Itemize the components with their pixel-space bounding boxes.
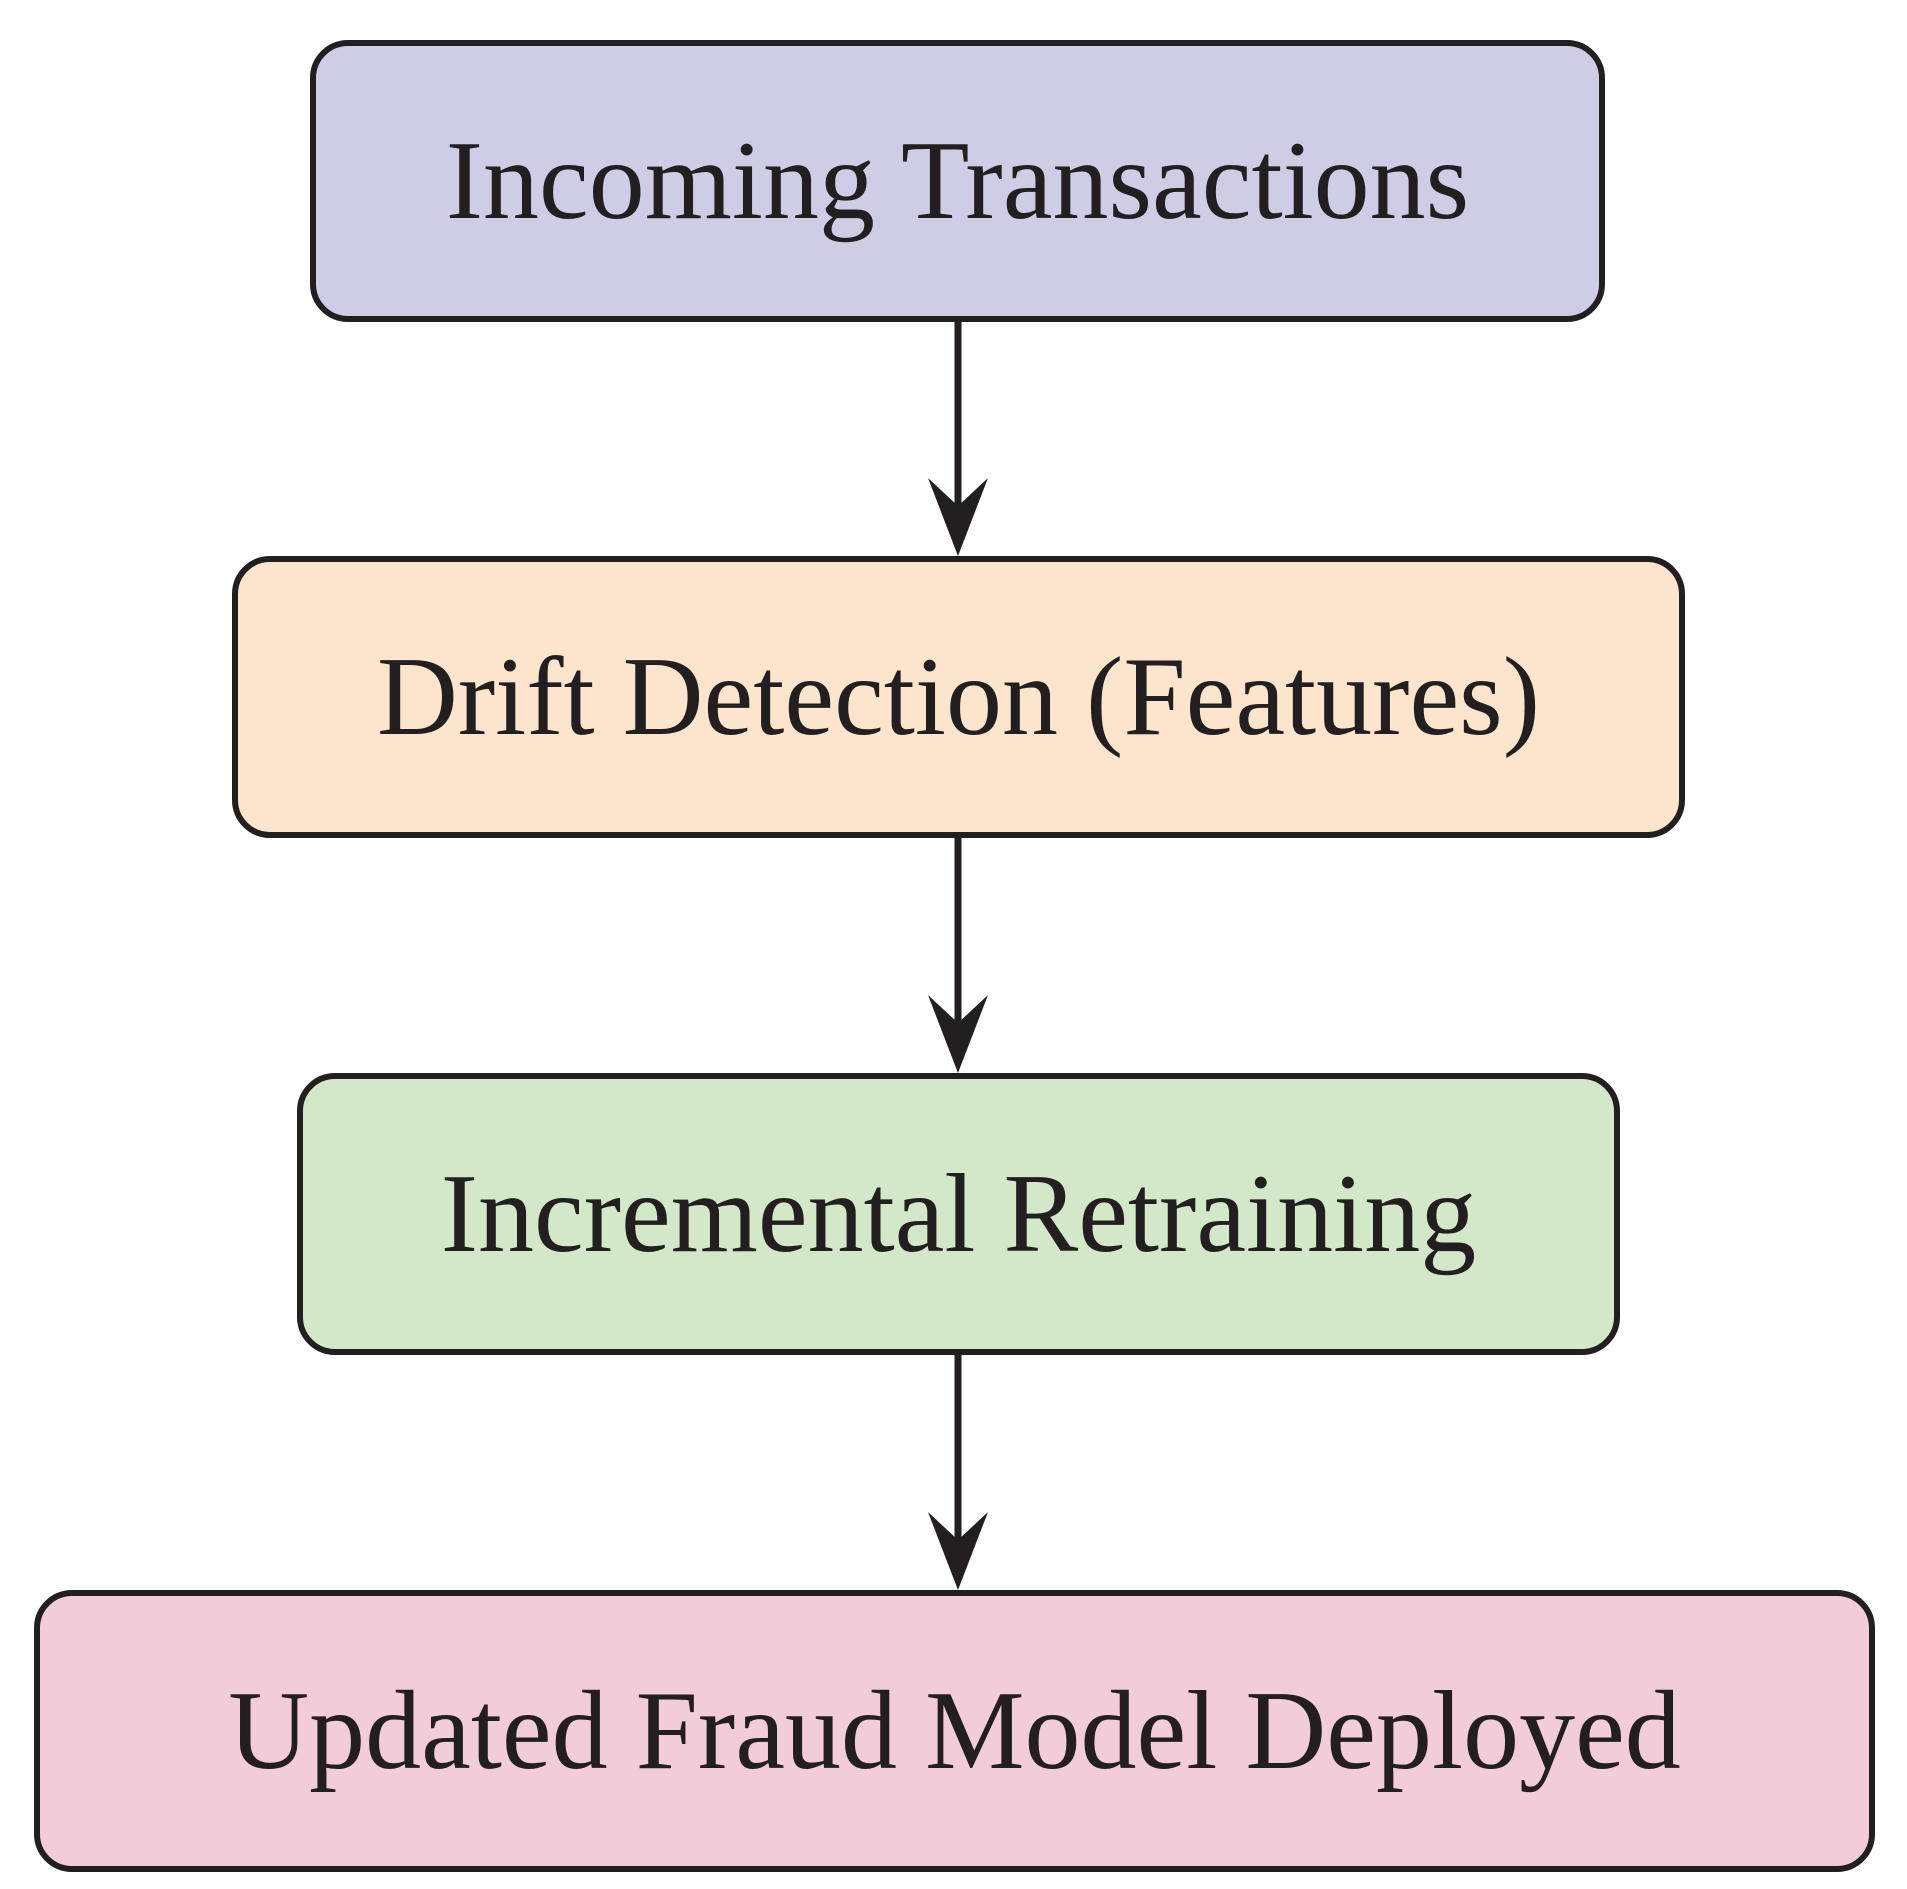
arrow-2 [928, 838, 988, 1073]
arrow-3 [928, 1355, 988, 1590]
node-incremental-retraining: Incremental Retraining [297, 1073, 1620, 1355]
node-updated-model-deployed: Updated Fraud Model Deployed [34, 1590, 1875, 1872]
node-label: Drift Detection (Features) [376, 635, 1541, 759]
node-incoming-transactions: Incoming Transactions [310, 40, 1605, 322]
node-label: Incoming Transactions [445, 119, 1470, 243]
arrow-1 [928, 322, 988, 556]
node-label: Incremental Retraining [440, 1152, 1477, 1276]
node-drift-detection: Drift Detection (Features) [232, 556, 1685, 838]
node-label: Updated Fraud Model Deployed [228, 1669, 1681, 1793]
